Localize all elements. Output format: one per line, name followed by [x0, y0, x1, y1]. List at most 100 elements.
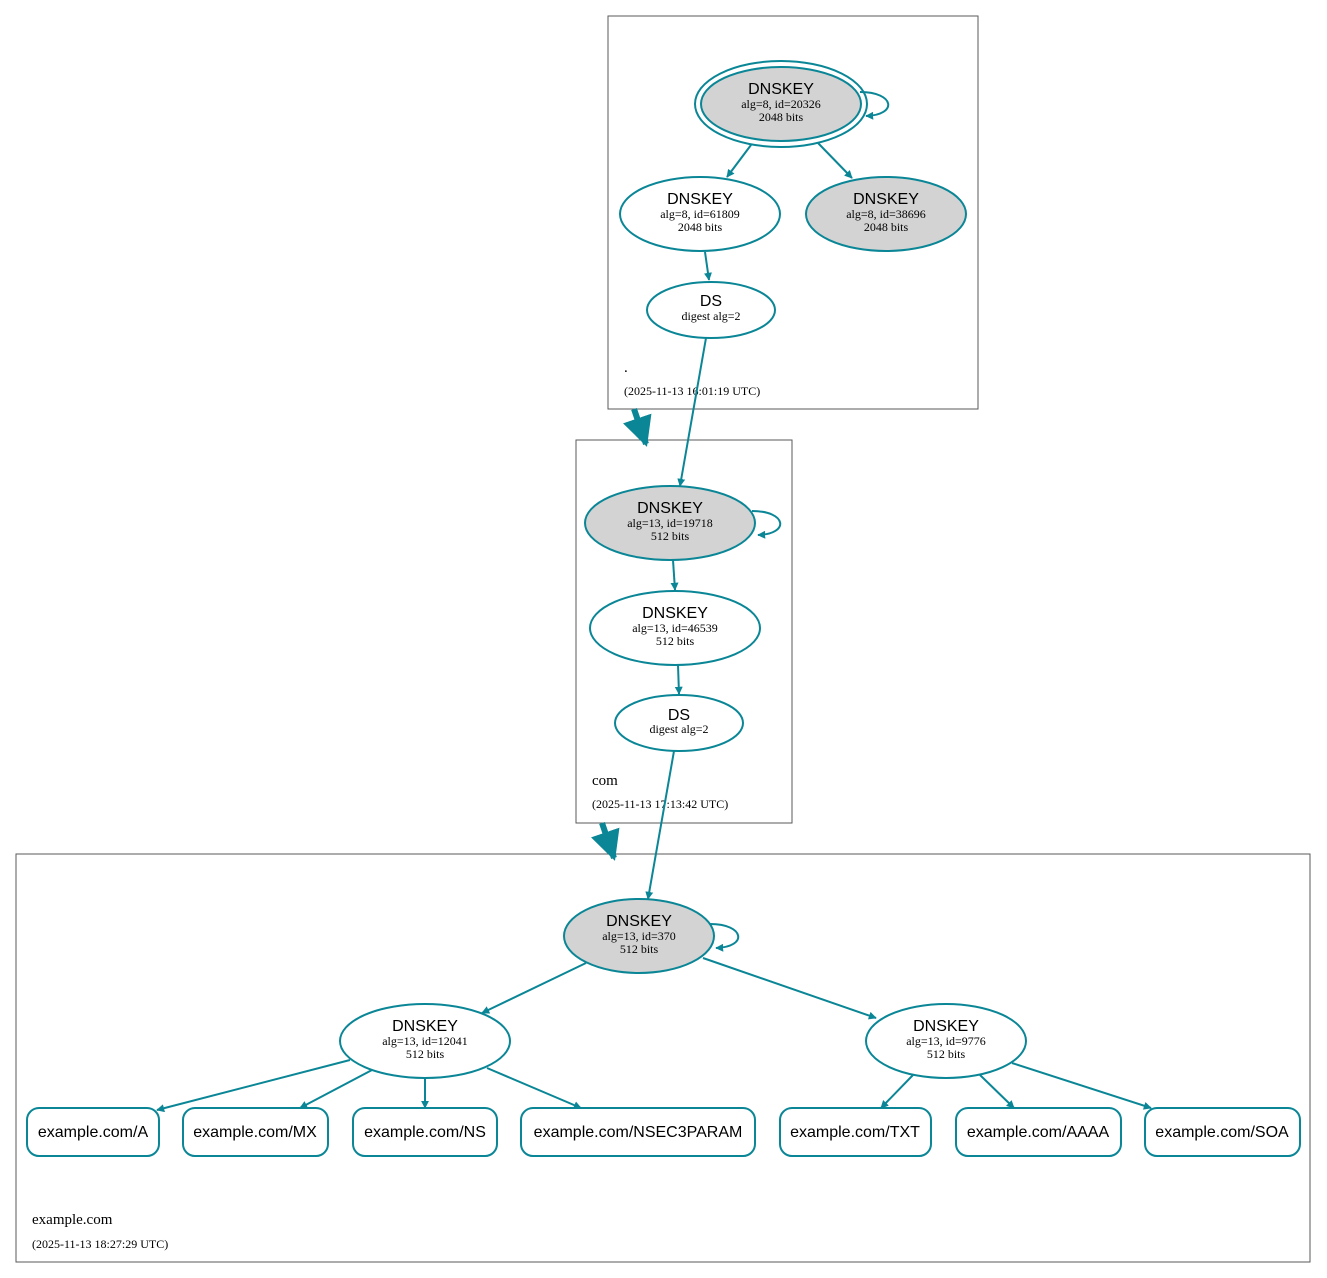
node-key-size: 512 bits — [620, 942, 659, 956]
node-shape — [589, 590, 761, 666]
zone-example-name: example.com — [32, 1212, 113, 1228]
node-title: DNSKEY — [853, 191, 919, 208]
rrset-example-ns[interactable]: example.com/NS — [352, 1107, 498, 1157]
edge-com-ksk-zsk — [670, 559, 679, 591]
node-shape — [339, 1003, 511, 1079]
dnskey-example-zsk-12041[interactable]: DNSKEY alg=13, id=12041 512 bits — [339, 1003, 511, 1079]
node-title: DNSKEY — [667, 191, 733, 208]
node-shape — [805, 176, 967, 252]
node-alg-id: alg=13, id=9776 — [906, 1034, 986, 1048]
rrset-label: example.com/A — [38, 1124, 149, 1141]
node-title: DNSKEY — [637, 500, 703, 517]
zone-root-box — [607, 15, 979, 410]
node-key-size: 512 bits — [656, 634, 695, 648]
node-key-size: 2048 bits — [678, 220, 723, 234]
rrset-example-mx[interactable]: example.com/MX — [182, 1107, 329, 1157]
edge-ex-zsk1-a — [156, 1059, 351, 1113]
zone-com-name: com — [592, 773, 618, 789]
rrset-label: example.com/AAAA — [967, 1124, 1110, 1141]
node-alg-id: alg=8, id=20326 — [741, 97, 821, 111]
dnskey-com-zsk[interactable]: DNSKEY alg=13, id=46539 512 bits — [589, 590, 761, 666]
zone-root-timestamp: (2025-11-13 16:01:19 UTC) — [624, 384, 760, 398]
delegation-arrow-com-example — [591, 822, 620, 861]
edge-com-zsk-ds — [674, 664, 683, 695]
rrset-shape — [955, 1107, 1122, 1157]
node-shape — [700, 66, 862, 142]
rrset-example-txt[interactable]: example.com/TXT — [779, 1107, 932, 1157]
node-shape — [619, 176, 781, 252]
zone-com-box — [575, 439, 793, 824]
node-shape — [563, 898, 715, 974]
node-digest-alg: digest alg=2 — [681, 309, 740, 323]
zone-com-timestamp: (2025-11-13 17:13:42 UTC) — [592, 797, 728, 811]
node-title: DNSKEY — [392, 1018, 458, 1035]
rrset-example-nsec3param[interactable]: example.com/NSEC3PARAM — [520, 1107, 756, 1157]
edge-ex-ksk-zsk1 — [481, 962, 587, 1014]
dnskey-example-ksk[interactable]: DNSKEY alg=13, id=370 512 bits — [563, 898, 715, 974]
node-alg-id: alg=8, id=61809 — [660, 207, 740, 221]
node-alg-id: alg=13, id=46539 — [632, 621, 718, 635]
node-title: DNSKEY — [642, 605, 708, 622]
edge-ex-zsk2-txt — [880, 1074, 914, 1109]
node-title: DNSKEY — [913, 1018, 979, 1035]
rrset-label: example.com/NSEC3PARAM — [534, 1124, 743, 1141]
edge-ex-zsk1-mx — [299, 1069, 373, 1109]
edge-com-ksk-self — [751, 510, 782, 539]
rrset-example-aaaa[interactable]: example.com/AAAA — [955, 1107, 1122, 1157]
node-title: DNSKEY — [606, 913, 672, 930]
edge-root-ds-com-ksk — [677, 337, 707, 487]
edge-ex-zsk2-aaaa — [979, 1074, 1015, 1109]
edge-ex-ksk-zsk2 — [702, 957, 877, 1020]
zone-root-name: . — [624, 360, 628, 376]
rrset-shape — [182, 1107, 329, 1157]
rrset-shape — [352, 1107, 498, 1157]
node-shape — [614, 694, 744, 752]
rrset-label: example.com/MX — [193, 1124, 317, 1141]
node-alg-id: alg=8, id=38696 — [846, 207, 926, 221]
node-key-size: 512 bits — [927, 1047, 966, 1061]
node-digest-alg: digest alg=2 — [649, 722, 708, 736]
ds-root[interactable]: DS digest alg=2 — [646, 281, 776, 339]
node-key-size: 2048 bits — [864, 220, 909, 234]
edge-ex-zsk1-nsec3param — [486, 1067, 582, 1109]
dnskey-root-ksk[interactable]: DNSKEY alg=8, id=20326 2048 bits — [694, 60, 868, 148]
edge-root-ksk-zsk2 — [817, 142, 853, 179]
dnskey-root-zsk-61809[interactable]: DNSKEY alg=8, id=61809 2048 bits — [619, 176, 781, 252]
zone-example-timestamp: (2025-11-13 18:27:29 UTC) — [32, 1237, 168, 1251]
node-shape — [646, 281, 776, 339]
rrset-shape — [1144, 1107, 1301, 1157]
node-title: DS — [668, 707, 690, 724]
zone-example-box — [15, 853, 1311, 1263]
rrset-example-a[interactable]: example.com/A — [26, 1107, 160, 1157]
dnskey-com-ksk[interactable]: DNSKEY alg=13, id=19718 512 bits — [584, 485, 756, 561]
node-title: DNSKEY — [748, 81, 814, 98]
node-title: DS — [700, 293, 722, 310]
node-shape — [865, 1003, 1027, 1079]
edge-root-ksk-self — [859, 91, 890, 120]
edge-ex-ksk-self — [709, 923, 740, 952]
rrset-example-soa[interactable]: example.com/SOA — [1144, 1107, 1301, 1157]
rrset-shape — [520, 1107, 756, 1157]
edge-root-zsk1-ds — [704, 251, 712, 281]
rrset-label: example.com/TXT — [790, 1124, 920, 1141]
rrset-label: example.com/SOA — [1155, 1124, 1289, 1141]
delegation-arrow-root-com — [623, 408, 652, 447]
node-alg-id: alg=13, id=12041 — [382, 1034, 468, 1048]
node-key-size: 512 bits — [651, 529, 690, 543]
rrset-shape — [779, 1107, 932, 1157]
rrset-label: example.com/NS — [364, 1124, 486, 1141]
ds-com[interactable]: DS digest alg=2 — [614, 694, 744, 752]
node-alg-id: alg=13, id=370 — [602, 929, 676, 943]
ksk-outer-ring — [694, 60, 868, 148]
node-alg-id: alg=13, id=19718 — [627, 516, 713, 530]
edge-ex-zsk2-soa — [1011, 1062, 1152, 1110]
dnskey-example-zsk-9776[interactable]: DNSKEY alg=13, id=9776 512 bits — [865, 1003, 1027, 1079]
rrset-shape — [26, 1107, 160, 1157]
edge-com-ds-example-ksk — [645, 750, 675, 900]
dnskey-root-zsk-38696[interactable]: DNSKEY alg=8, id=38696 2048 bits — [805, 176, 967, 252]
node-shape — [584, 485, 756, 561]
node-key-size: 512 bits — [406, 1047, 445, 1061]
edge-root-ksk-zsk1 — [726, 144, 752, 178]
node-key-size: 2048 bits — [759, 110, 804, 124]
